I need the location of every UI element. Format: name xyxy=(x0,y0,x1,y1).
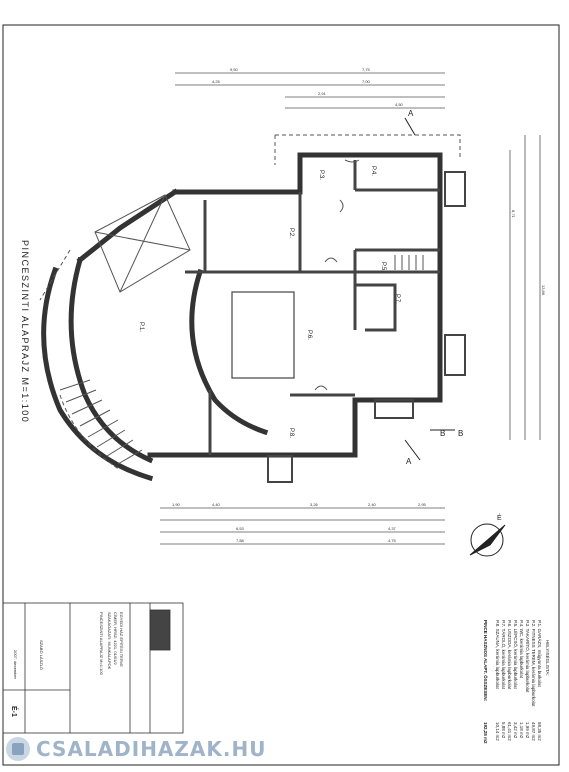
legend-row-5-label: P.5. LÉPCSŐ, kerámia lapburkolat xyxy=(513,620,519,689)
dim-top-6: 4,50 xyxy=(395,102,404,107)
legend-row-5-value: 3,42 m2 xyxy=(513,722,518,739)
legend-row-1-value: 58,35 m2 xyxy=(537,722,542,741)
dim-bottom-9: 4,75 xyxy=(388,538,397,543)
garage-car-box xyxy=(94,194,191,293)
titleblock-drawing: PINCESZINTI ALAPRAJZ M=1:100 xyxy=(99,612,104,676)
titleblock-project-2: CÍMER, HRSZ: 4221, 01/01/2 xyxy=(113,612,118,665)
section-marker-a-top: A xyxy=(408,109,414,118)
legend-row-6-label: P.6. USZODA, kerámia lapburkolat xyxy=(507,620,512,690)
room-label-p4: P.4. xyxy=(370,166,376,176)
legend-row-7-label: P.7. TÁROLÓ, kerámia lapburkolat xyxy=(501,620,507,690)
section-marker-a-bottom: A xyxy=(406,457,412,466)
plan-title: PINCESZINTI ALAPRAJZ M=1:100 xyxy=(20,240,30,423)
legend-total-label: PINCE HASZNOS ALAPT. ÖSSZESEN: xyxy=(483,620,489,702)
titleblock-date: 2007. december xyxy=(13,650,18,680)
legend-row-1-label: P.1. GARÁZS, műgyanta burkolat xyxy=(537,620,543,687)
staircase xyxy=(59,255,424,465)
legend-row-7-value: 5,88 m2 xyxy=(501,722,506,739)
section-marker-b-left: B xyxy=(440,429,445,438)
dim-bottom-8: 7,88 xyxy=(236,538,245,543)
inner-walls xyxy=(185,160,440,455)
dim-bottom-6: 6,53 xyxy=(236,526,245,531)
watermark: CSALADIHAZAK.HU xyxy=(6,733,266,765)
svg-text:É: É xyxy=(497,513,502,522)
section-marker-b-right: B xyxy=(458,429,463,438)
legend-total-value: 192,28 m2 xyxy=(483,722,488,744)
titleblock-sheet-no: É-1 xyxy=(10,706,19,717)
room-label-p6: P.6. xyxy=(306,330,312,340)
door-swings xyxy=(314,159,360,391)
dimension-lines xyxy=(160,72,541,545)
dim-top-2: 7,75 xyxy=(362,67,371,72)
legend-row-3-value: 1,99 m2 xyxy=(525,722,530,739)
dim-bottom-1: 1,90 xyxy=(172,502,181,507)
legend-row-3-label: P.3. TAKARÍTÓ, kerámia lapburkolat xyxy=(525,620,531,693)
house-logo-icon xyxy=(6,737,30,761)
dim-top-4: 7,00 xyxy=(362,79,371,84)
dim-top-1: 9,50 xyxy=(230,67,239,72)
pool-outline xyxy=(231,291,295,379)
dim-right-2: 8,71 xyxy=(511,210,516,219)
window-bays xyxy=(267,171,466,483)
room-legend: HELYISÉGLISTA: P.1. GARÁZS, műgyanta bur… xyxy=(483,620,551,744)
dim-top-5: 2,91 xyxy=(318,91,327,96)
dim-bottom-3: 3,26 xyxy=(310,502,319,507)
dashed-outlines xyxy=(39,134,461,471)
legend-row-2-value: 49,87 m2 xyxy=(531,722,536,741)
north-arrow-icon: É xyxy=(469,513,506,557)
room-label-p3: P.3. xyxy=(318,170,324,180)
title-block xyxy=(2,602,184,734)
dim-bottom-7: 4,37 xyxy=(388,526,397,531)
watermark-text: CSALADIHAZAK.HU xyxy=(36,737,267,761)
room-label-p2: P.2. xyxy=(288,228,294,238)
titleblock-project-3: SZAKÁGAZATI: MUNKALAPOK xyxy=(107,612,112,670)
room-label-p7: P.7. xyxy=(394,294,400,304)
room-label-p1: P.1. xyxy=(138,322,144,332)
legend-row-4-label: P.4. WC, kerámia lapburkolat xyxy=(519,620,524,679)
legend-row-2-label: P.2. FITNESS TEREM, kerámia lapburkolat xyxy=(531,620,536,707)
legend-row-8-label: P.8. SZAUNA, kerámia lapburkolat xyxy=(495,620,500,689)
dim-right-1: 13,86 xyxy=(541,285,546,296)
legend-row-8-value: 10,14 m2 xyxy=(495,722,500,741)
titleblock-designer: SZABÓ LÁSZLÓ xyxy=(39,640,44,670)
section-lines xyxy=(404,117,455,461)
dim-bottom-5: 2,95 xyxy=(418,502,427,507)
dim-bottom-2: 4,40 xyxy=(212,502,221,507)
legend-header: HELYISÉGLISTA: xyxy=(545,640,551,676)
room-label-p8: P.8. xyxy=(288,428,294,438)
titleblock-project-1: EGYEDI HÁZ ÉPÍTÉSI TERVE xyxy=(119,612,124,667)
room-label-p5: P.5. xyxy=(380,262,386,272)
dim-top-3: 4,25 xyxy=(212,79,221,84)
walls xyxy=(41,152,443,482)
legend-row-4-value: 1,18 m2 xyxy=(519,722,524,739)
dim-bottom-4: 2,40 xyxy=(368,502,377,507)
legend-row-6-value: 61,41 m2 xyxy=(507,722,512,741)
